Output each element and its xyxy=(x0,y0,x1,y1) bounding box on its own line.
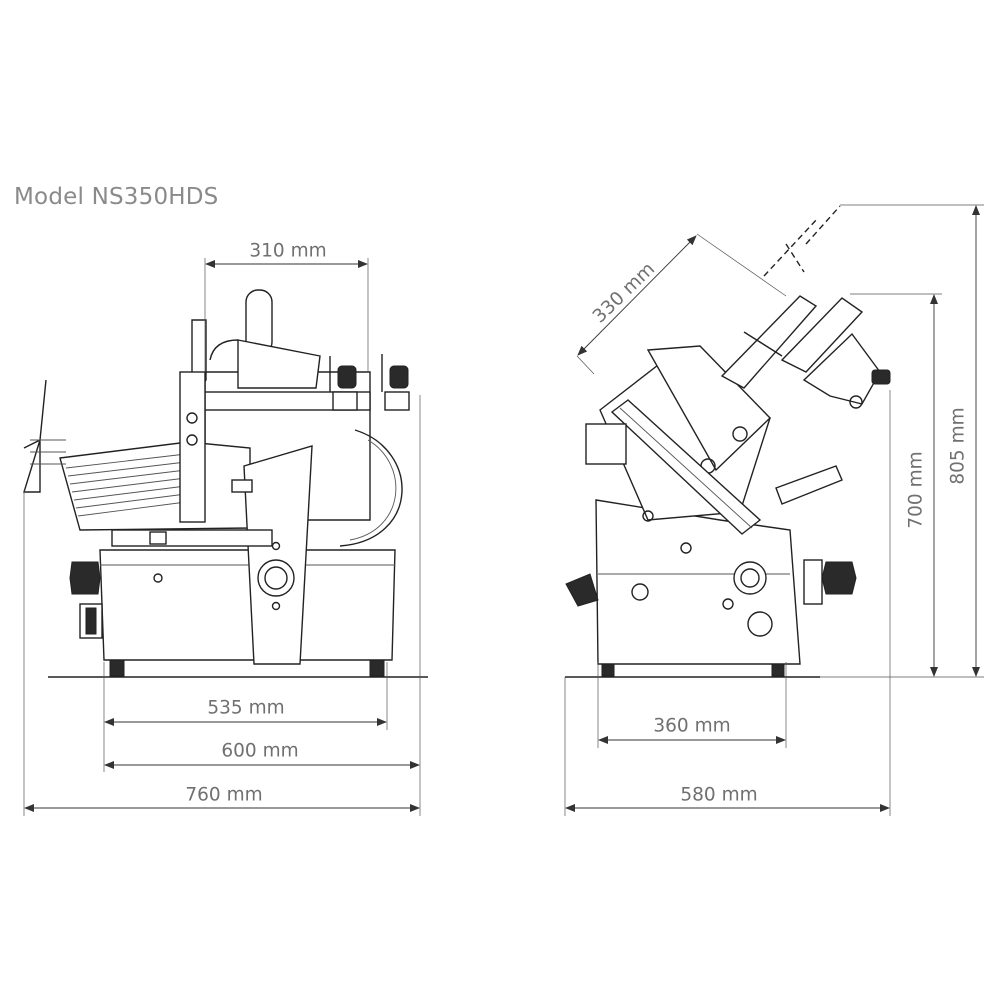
side-view-slicer xyxy=(565,205,891,678)
dim-label-310: 310 mm xyxy=(249,240,327,262)
dim-label-580: 580 mm xyxy=(680,784,758,806)
dim-label-360: 360 mm xyxy=(653,715,731,737)
dim-label-700: 700 mm xyxy=(905,451,927,529)
dim-label-760: 760 mm xyxy=(185,784,263,806)
model-title: Model NS350HDS xyxy=(14,184,219,210)
front-view-slicer xyxy=(23,289,428,678)
dim-label-600: 600 mm xyxy=(221,740,299,762)
dimension-lines xyxy=(23,204,984,816)
dim-label-805: 805 mm xyxy=(947,407,969,485)
dim-label-535: 535 mm xyxy=(207,697,285,719)
